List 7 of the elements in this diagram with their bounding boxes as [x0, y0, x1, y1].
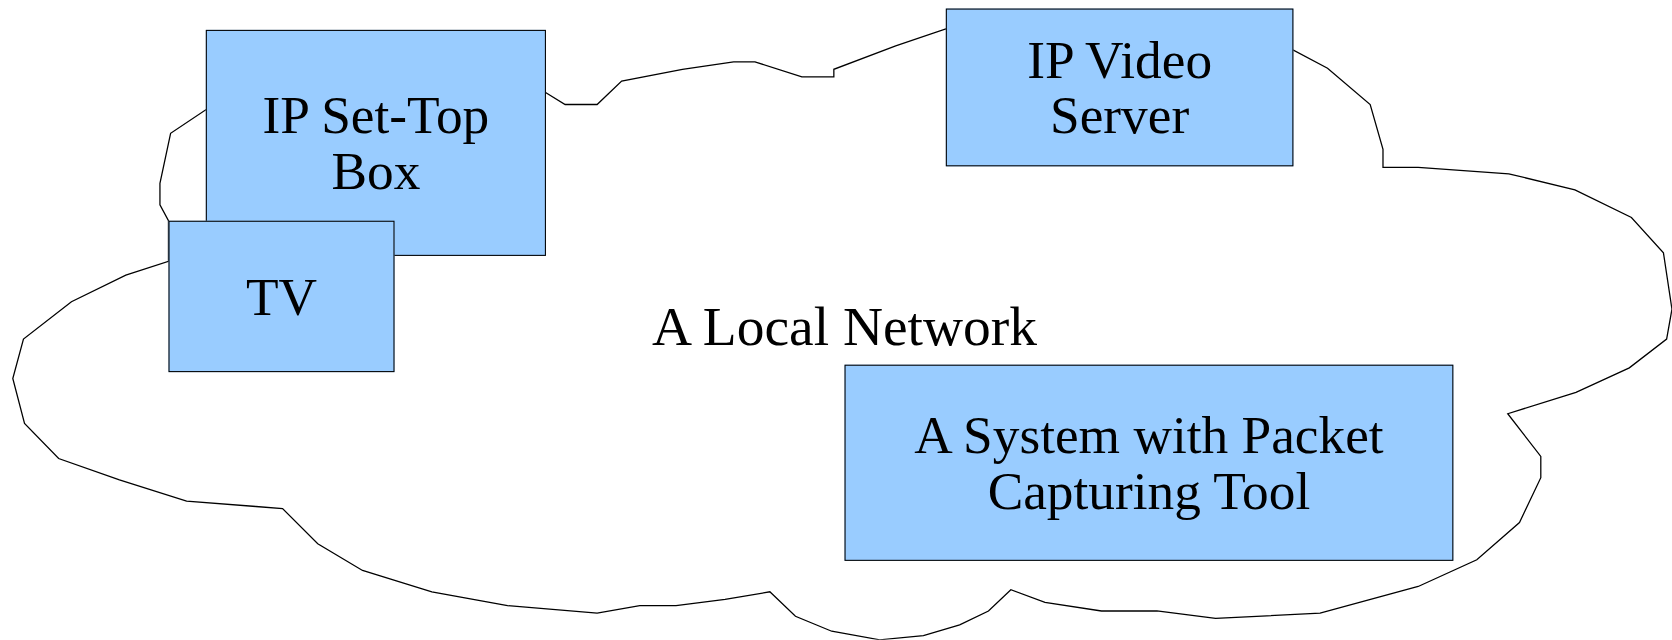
device-label: IP Set-Top Box — [261, 86, 491, 199]
device-box — [844, 364, 1454, 561]
device-label: TV — [245, 268, 318, 325]
device-label: IP Video Server — [1026, 31, 1214, 144]
device-box — [945, 8, 1294, 167]
network-label: A Local Network — [651, 295, 1038, 360]
device-label: A System with Packet Capturing Tool — [913, 406, 1385, 519]
